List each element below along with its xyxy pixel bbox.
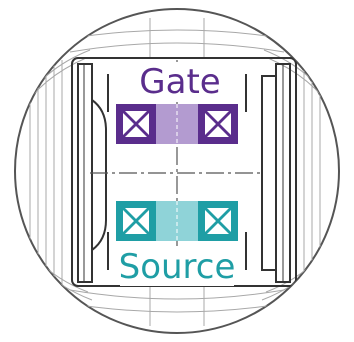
gate-pad [116, 104, 238, 144]
source-pad [116, 201, 238, 241]
gate-label: Gate [139, 62, 220, 102]
package-drawing [15, 18, 339, 326]
source-label: Source [119, 247, 236, 287]
left-rail [77, 63, 107, 283]
right-rail [261, 63, 291, 283]
